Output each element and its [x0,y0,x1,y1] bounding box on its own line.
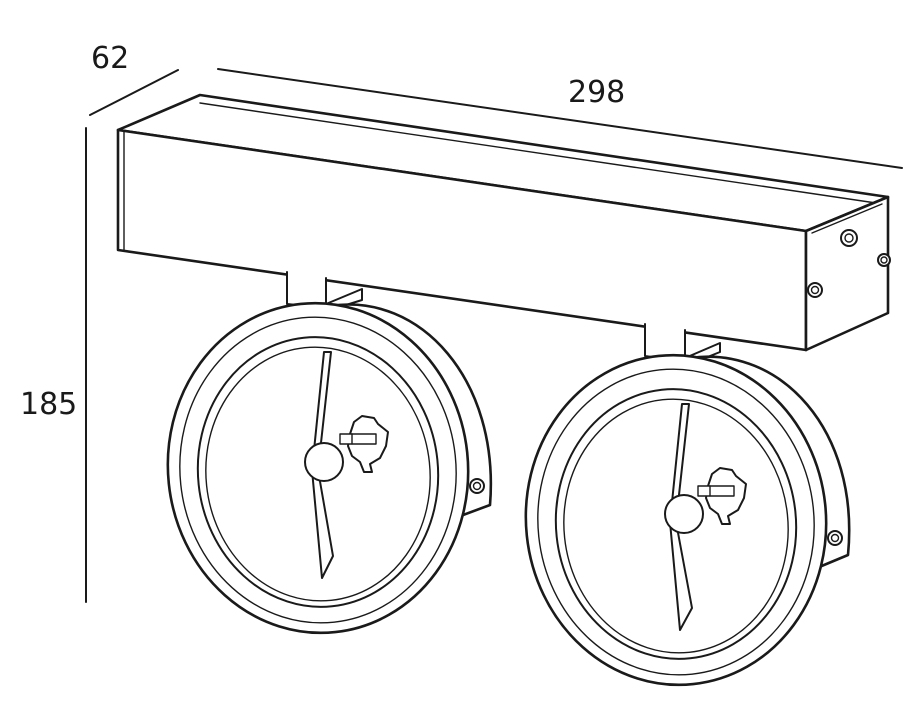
spotlight-right-bezel [554,388,798,660]
depth-dimension-line [89,69,179,116]
spotlight-left-bezel [196,336,440,608]
spotlight-left-bulb [304,442,344,482]
spotlight-right-socket-icon [697,467,747,525]
spotlight-right-side-screw-icon [827,530,843,546]
spotlight-left-bezel-inner [205,346,431,602]
end-screw-bottom-icon [807,282,823,298]
spotlight-left-ring-inner-edge [179,316,457,624]
spotlight-right-bulb [664,494,704,534]
spotlight-left [166,271,493,635]
housing-end-inner-edge [811,203,883,234]
housing-bar [116,93,891,352]
height-dimension-label: 185 [20,387,77,422]
width-dimension-label: 298 [568,75,625,110]
spotlight-right-ring-inner-edge [537,368,815,676]
spotlight-left-socket-icon [339,415,389,473]
spotlight-right [524,323,851,687]
end-screw-top-icon [840,229,858,247]
width-dimension-line [217,68,903,169]
dimension-lines [85,68,903,603]
housing-end-face [804,195,890,352]
spotlight-left-side-screw-icon [469,478,485,494]
housing-top-inner-edge [199,102,877,204]
depth-dimension-label: 62 [91,41,129,76]
end-screw-right-icon [877,253,891,267]
spotlight-right-bezel-inner [563,398,789,654]
